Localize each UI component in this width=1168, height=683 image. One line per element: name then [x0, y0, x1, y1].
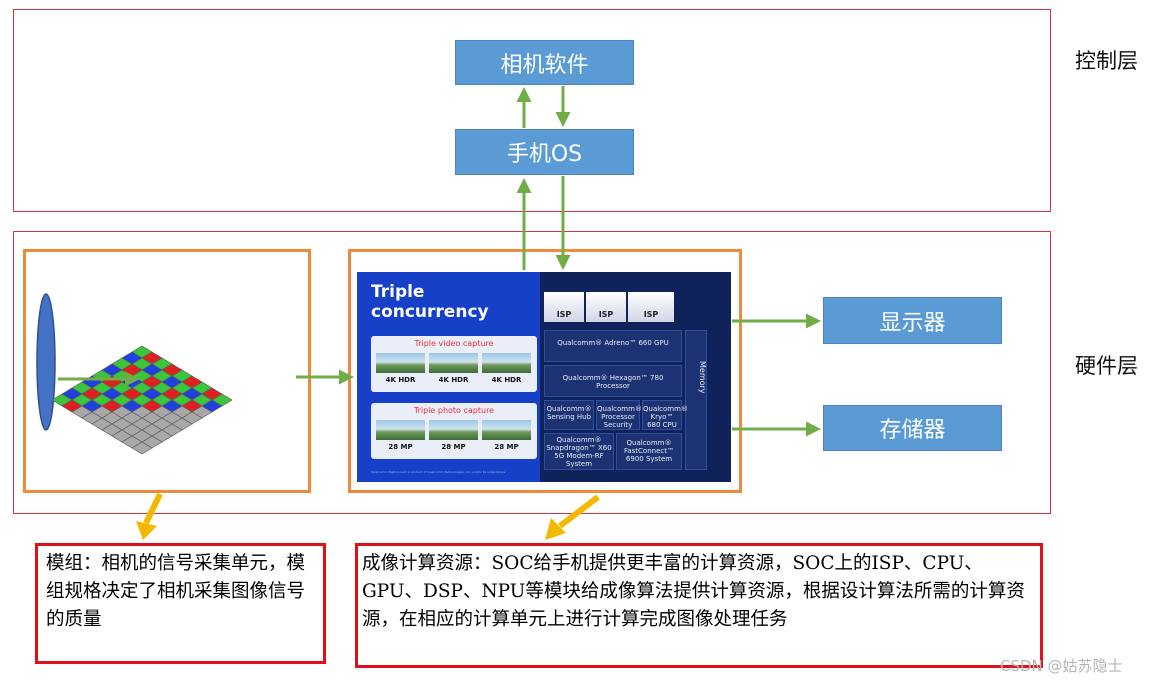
hardware-layer-frame [13, 231, 1051, 514]
control-layer-label: 控制层 [1075, 49, 1138, 73]
watermark: CSDN @姑苏隐士 [1000, 657, 1123, 675]
video-thumb-3 [482, 353, 531, 373]
soc-slide: Triple concurrency Triple video capture … [357, 272, 731, 482]
photo-thumb-2 [429, 420, 478, 440]
module-note-box: 模组：相机的信号采集单元，模组规格决定了相机采集图像信号的质量 [35, 543, 326, 664]
fastconnect-block: Qualcomm® FastConnect™ 6900 System [616, 433, 682, 470]
gpu-block: Qualcomm® Adreno™ 660 GPU [544, 330, 682, 362]
soc-slide-title-line1: Triple [371, 282, 425, 302]
modem-block: Qualcomm® Snapdragon™ X60 5G Modem-RF Sy… [544, 433, 614, 470]
isp-block-2: ISP [586, 292, 626, 322]
video-thumb-2 [429, 353, 478, 373]
pointer-soc-note [545, 494, 600, 540]
isp-block-3: ISP [628, 292, 674, 322]
photo-thumb-1 [376, 420, 425, 440]
isp-block-1: ISP [544, 292, 584, 322]
photo-card-title: Triple photo capture [413, 406, 495, 415]
video-label-1: 4K HDR [385, 376, 416, 384]
video-capture-card: Triple video capture 4K HDR 4K HDR 4K HD… [371, 336, 537, 392]
soc-slide-title-line2: concurrency [371, 302, 489, 322]
video-label-2: 4K HDR [438, 376, 469, 384]
photo-label-3: 28 MP [494, 443, 519, 451]
video-label-3: 4K HDR [491, 376, 522, 384]
control-layer-frame [13, 9, 1051, 212]
module-note-text: 模组：相机的信号采集单元，模组规格决定了相机采集图像信号的质量 [46, 553, 306, 630]
photo-label-2: 28 MP [441, 443, 466, 451]
photo-capture-card: Triple photo capture 28 MP 28 MP 28 MP [371, 403, 537, 459]
camera-module-frame [23, 249, 311, 493]
photo-thumb-3 [482, 420, 531, 440]
memory-label: Memory [698, 361, 707, 394]
lens-icon [36, 293, 56, 431]
video-card-title: Triple video capture [414, 339, 494, 348]
pointer-module-note [136, 492, 163, 540]
memory-block: Memory [685, 330, 707, 470]
soc-footnote: Qualcomm FastConnect is product of Qualc… [371, 470, 507, 474]
hexagon-block: Qualcomm® Hexagon™ 780 Processor [544, 365, 682, 397]
kryo-cpu-block: Qualcomm® Kryo™ 680 CPU [642, 400, 688, 430]
soc-note-text: 成像计算资源：SOC给手机提供更丰富的计算资源，SOC上的ISP、CPU、GPU… [362, 553, 1025, 630]
phone-os-box: 手机OS [455, 129, 634, 175]
camera-software-box: 相机软件 [455, 40, 634, 85]
video-thumb-1 [376, 353, 425, 373]
display-box: 显示器 [823, 297, 1002, 344]
security-block: Qualcomm® Processor Security [596, 400, 642, 430]
storage-box: 存储器 [823, 405, 1002, 451]
sensor-pixel [131, 441, 153, 455]
chip-diagram: ISP ISP ISP Qualcomm® Adreno™ 660 GPU Qu… [540, 272, 731, 482]
soc-note-box: 成像计算资源：SOC给手机提供更丰富的计算资源，SOC上的ISP、CPU、GPU… [355, 543, 1043, 668]
hardware-layer-label: 硬件层 [1075, 354, 1138, 378]
photo-label-1: 28 MP [388, 443, 413, 451]
sensing-hub-block: Qualcomm® Sensing Hub [544, 400, 594, 430]
